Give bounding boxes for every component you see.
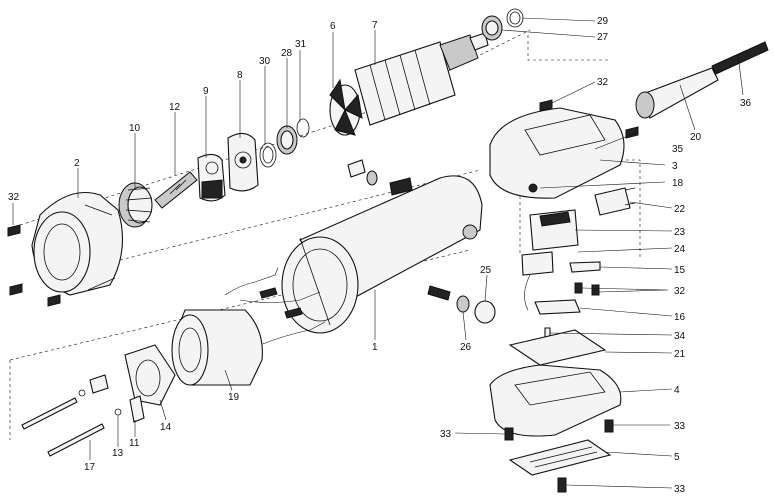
callout-10: 10 [129, 123, 141, 134]
part-12-drive-shaft [154, 171, 198, 209]
part-9-gasket [197, 153, 226, 202]
callout-34: 34 [674, 331, 686, 342]
screws-32 [7, 99, 600, 307]
callout-4: 4 [674, 385, 680, 396]
callout-18: 18 [672, 178, 684, 189]
part-26-brush [427, 285, 470, 313]
part-16-clip [534, 299, 581, 315]
part-22-switch [594, 187, 636, 216]
callout-14: 14 [160, 422, 172, 433]
callout-25: 25 [480, 265, 492, 276]
part-20-cord-guard [635, 67, 719, 119]
callout-22: 22 [674, 204, 686, 215]
callout-21: 21 [674, 349, 686, 360]
callout-20: 20 [690, 132, 702, 143]
callout-3: 3 [672, 161, 678, 172]
part-31-clip [296, 118, 310, 138]
brush-holder-parts [347, 159, 413, 196]
part-21-insulator [508, 329, 607, 366]
part-25-brush-cap [474, 300, 496, 324]
callout-32-right: 32 [674, 286, 686, 297]
callout-30: 30 [259, 56, 271, 67]
callout-32-left-top: 32 [8, 192, 20, 203]
callout-32-top-right: 32 [597, 77, 609, 88]
part-29-ring [506, 8, 524, 28]
part-13-brush-spring [78, 389, 122, 416]
callouts: 2 32 10 12 9 8 30 28 31 6 7 29 27 32 36 … [8, 16, 752, 495]
callout-11: 11 [129, 438, 140, 449]
callout-26: 26 [460, 342, 472, 353]
callout-36: 36 [740, 98, 752, 109]
part-36-cable [711, 41, 769, 75]
callout-9: 9 [203, 86, 209, 97]
callout-2: 2 [74, 158, 80, 169]
part-11-carbon-brush [89, 374, 145, 423]
wiring [224, 267, 326, 346]
part-8-bearing-plate [227, 132, 259, 192]
callout-6: 6 [330, 21, 336, 32]
part-5-cover-plate [508, 439, 612, 476]
callout-29: 29 [597, 16, 609, 27]
screws-33 [504, 419, 614, 493]
part-7-armature [354, 32, 489, 126]
callout-8: 8 [237, 70, 243, 81]
part-10-pinion-gear [118, 182, 153, 228]
callout-23: 23 [674, 227, 686, 238]
callout-19: 19 [228, 392, 240, 403]
part-14-brush-holder [124, 344, 176, 406]
callout-35: 35 [672, 144, 684, 155]
callout-33-right: 33 [674, 421, 686, 432]
part-6-fan [329, 78, 363, 136]
callout-13: 13 [112, 448, 124, 459]
callout-1: 1 [372, 342, 378, 353]
part-2-front-cap [31, 191, 123, 296]
part-19-stator [171, 309, 263, 386]
leader-lines [12, 17, 744, 489]
part-28-bearing [276, 125, 298, 155]
callout-24: 24 [674, 244, 686, 255]
callout-17: 17 [84, 462, 96, 473]
part-17-long-screws [21, 397, 105, 457]
part-24-capacitor [521, 251, 554, 311]
callout-27: 27 [597, 32, 609, 43]
part-23-switch-plate [529, 209, 579, 251]
part-27-bearing [481, 15, 503, 41]
callout-33-left: 33 [440, 429, 452, 440]
callout-15: 15 [674, 265, 686, 276]
callout-12: 12 [169, 102, 181, 113]
callout-7: 7 [372, 20, 378, 31]
part-30-retaining-ring [259, 142, 277, 168]
callout-16: 16 [674, 312, 686, 323]
part-3-upper-handle [489, 107, 625, 199]
part-15-lever [569, 261, 601, 273]
callout-28: 28 [281, 48, 293, 59]
part-4-lower-handle [489, 364, 622, 437]
part-1-motor-housing [281, 175, 483, 334]
callout-5: 5 [674, 452, 680, 463]
callout-33-bottom: 33 [674, 484, 686, 495]
callout-31: 31 [295, 39, 307, 50]
